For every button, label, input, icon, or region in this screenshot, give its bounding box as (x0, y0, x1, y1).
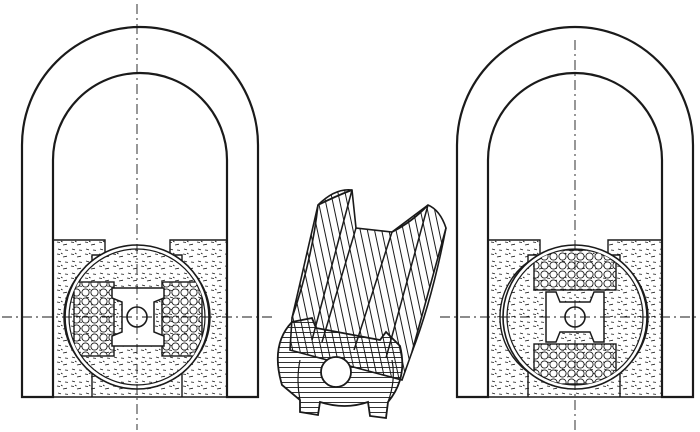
left-magnet-view (2, 4, 272, 430)
right-magnet-view (440, 25, 698, 430)
left-coil-b (161, 281, 203, 357)
center-armature-view (276, 188, 447, 420)
right-yoke (455, 25, 695, 399)
left-yoke (20, 25, 260, 399)
center-shaft-hole (320, 356, 352, 388)
left-coil-a (73, 281, 115, 357)
